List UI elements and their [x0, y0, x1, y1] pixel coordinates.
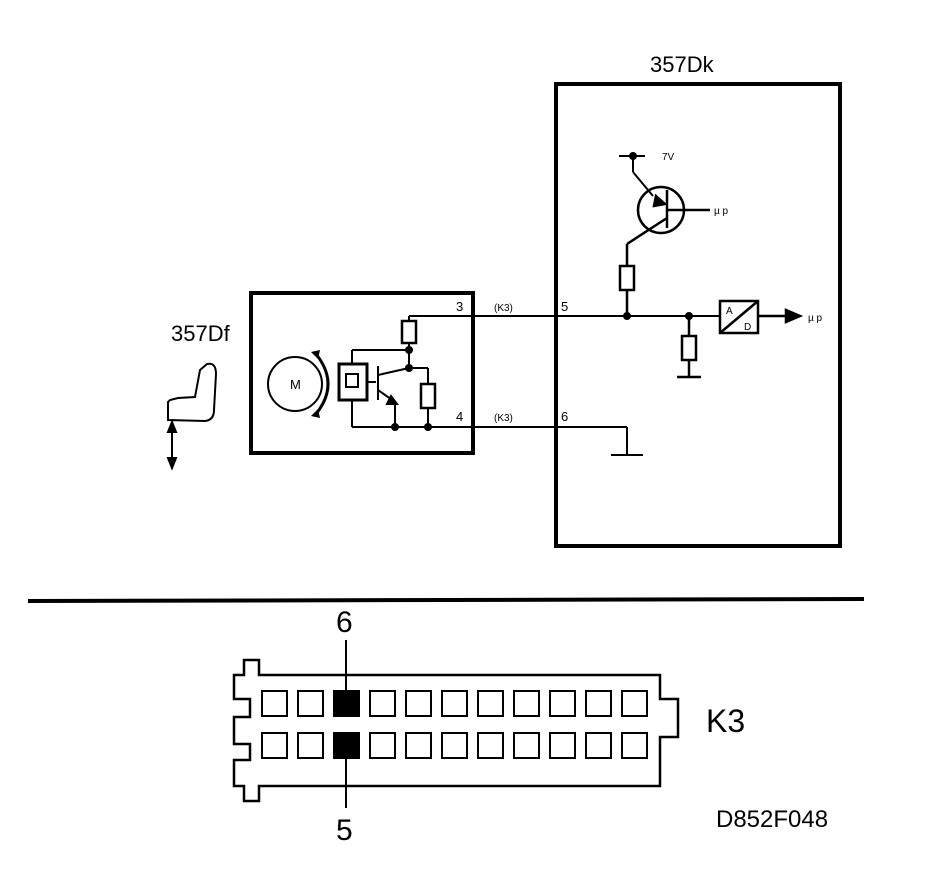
- connector-cell-top: [441, 690, 468, 717]
- seat-icon: [166, 362, 218, 471]
- connector-cell-bottom: [441, 732, 468, 759]
- ad-converter: [718, 299, 804, 335]
- control-resistor-upper: [618, 244, 636, 316]
- connector-cell-bottom-highlighted: [333, 732, 360, 759]
- hall-sensor-symbol: [337, 349, 461, 428]
- control-unit-box: [554, 82, 842, 548]
- connector-cell-top: [549, 690, 576, 717]
- transistor-symbol: [626, 185, 710, 246]
- unit-pin-6-label: 6: [561, 409, 568, 424]
- connector-cell-top: [513, 690, 540, 717]
- connector-cell-bottom: [477, 732, 504, 759]
- sensor-module-box: [249, 291, 475, 455]
- connector-cell-bottom: [549, 732, 576, 759]
- wire-connector-tag-top: (K3): [494, 303, 513, 314]
- connector-cell-top: [585, 690, 612, 717]
- connector-cell-top: [405, 690, 432, 717]
- connector-cell-bottom: [369, 732, 396, 759]
- supply-dot: [629, 152, 637, 160]
- control-resistor-lower: [677, 316, 701, 379]
- connector-row-bottom: [261, 732, 648, 759]
- sensor-pin-4-label: 4: [456, 409, 463, 424]
- microprocessor-label-top: µ p: [714, 206, 729, 217]
- microprocessor-label-right: µ p: [808, 313, 823, 324]
- supply-voltage-label: 7V: [662, 152, 675, 163]
- connector-pin-6-label: 6: [336, 606, 353, 639]
- ground-symbol: [611, 427, 643, 456]
- connector-cell-top: [621, 690, 648, 717]
- connector-cell-bottom: [405, 732, 432, 759]
- control-unit-label: 357Dk: [650, 52, 715, 77]
- connector-name-label: K3: [706, 703, 745, 739]
- connector-cell-top: [297, 690, 324, 717]
- connecting-wires: [461, 315, 627, 428]
- connector-cell-bottom: [585, 732, 612, 759]
- connector-cell-top: [261, 690, 288, 717]
- connector-cell-top: [369, 690, 396, 717]
- adc-d-label: D: [744, 322, 751, 333]
- adc-a-label: A: [726, 306, 733, 317]
- sensor-resistor-top: [400, 319, 418, 345]
- connector-cell-bottom: [513, 732, 540, 759]
- sensor-pin-3-label: 3: [456, 299, 463, 314]
- connector-row-top: [261, 690, 648, 717]
- sensor-module-label: 357Df: [171, 321, 231, 346]
- connector-housing: [232, 658, 680, 803]
- connector-cell-top-highlighted: [333, 690, 360, 717]
- connector-cell-bottom: [621, 732, 648, 759]
- motor-symbol: M: [267, 350, 330, 418]
- section-divider: [27, 597, 865, 603]
- sensor-junction-dots: [391, 346, 432, 431]
- connector-cell-top: [477, 690, 504, 717]
- connector-pin-5-label: 5: [336, 814, 353, 847]
- motor-label: M: [290, 377, 301, 392]
- wire-connector-tag-bottom: (K3): [494, 413, 513, 424]
- connector-cell-bottom: [297, 732, 324, 759]
- sensor-resistor-right: [419, 382, 437, 410]
- unit-pin-5-label: 5: [561, 299, 568, 314]
- connector-cell-bottom: [261, 732, 288, 759]
- figure-code: D852F048: [716, 806, 828, 833]
